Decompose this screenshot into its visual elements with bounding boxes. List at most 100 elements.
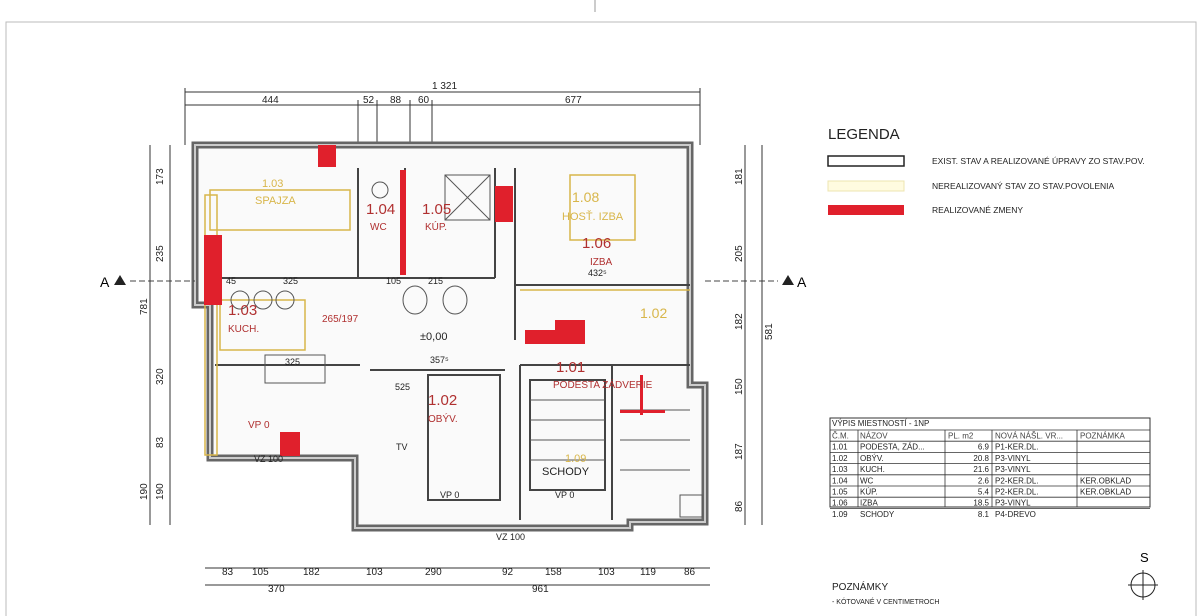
section-mark-left: A [100,274,110,290]
room-labels: 1.03 SPAJZA 1.04 WC 1.05 KÚP. 1.08 HOSŤ.… [228,178,667,478]
table-cell: 5.4 [978,488,990,497]
right-dimensions: 181 205 182 581 150 187 86 [734,145,775,525]
table-cell: P3-VINYL [995,454,1031,463]
note: VZ 100 [254,454,283,464]
table-title: VÝPIS MIESTNOSTÍ - 1NP [832,419,929,428]
table-cell: 8.1 [978,510,990,519]
table-cell: IZBA [860,499,878,508]
dim-bottom: 103 [598,567,615,578]
table-cell: 1.06 [832,499,848,508]
top-dimensions: 1 321 444 52 88 60 677 [184,81,701,145]
table-cell: 1.09 [832,510,848,519]
dim-bottom-total: 961 [532,584,549,595]
note: 105 [386,276,401,286]
table-cell: SCHODY [860,510,895,519]
room-name: KUCH. [228,324,259,335]
room-code: 1.01 [556,359,585,376]
legend-label: REALIZOVANÉ ZMENY [932,205,1023,215]
bottom-dimensions: 83 105 182 103 290 92 158 103 119 86 370… [205,567,710,595]
dim-right: 581 [764,323,775,340]
plan-notes: VZ 100 VZ 100 VP 0 VP 0 VP 0 TV 357⁵ 325… [226,276,574,542]
table-cell: P2-KER.DL. [995,476,1039,485]
table-cell: 1.02 [832,454,848,463]
note: 357⁵ [430,355,449,365]
table-cell: 1.05 [832,488,848,497]
note: VP 0 [440,490,459,500]
legend-swatch-changes [828,205,904,215]
legend-label: EXIST. STAV A REALIZOVANÉ ÚPRAVY ZO STAV… [932,156,1145,166]
room-name: WC [370,222,387,233]
legend-title: LEGENDA [828,126,900,143]
dim-right: 182 [734,313,745,330]
dim-bottom: 290 [425,567,442,578]
table-cell: 6.9 [978,443,990,452]
sheet-border [5,21,1197,616]
note: VP 0 [248,420,270,431]
note: 325 [283,276,298,286]
table-cell: P3-VINYL [995,499,1031,508]
dim-bottom: 86 [684,567,696,578]
room-code: 1.02 [428,392,457,409]
table-cell: P2-KER.DL. [995,488,1039,497]
section-mark-right: A [797,274,807,290]
dim-right: 187 [734,443,745,460]
dim-left: 173 [155,168,166,185]
table-header-cell: PL. m2 [948,432,974,441]
room-code: 1.03 [228,302,257,319]
dim-top: 88 [390,95,402,106]
room-name: SCHODY [542,466,590,478]
realized-changes [204,145,665,456]
table-cell: 20.8 [973,454,989,463]
dim-top: 677 [565,95,582,106]
dim-right: 150 [734,378,745,395]
table-cell: 1.04 [832,476,848,485]
notes-item: - KÓTOVANÉ V CENTIMETROCH [832,597,939,606]
table-cell: PODESTA, ZÁD... [860,443,925,452]
note: 325 [285,357,300,367]
table-cell: KER.OBKLAD [1080,488,1131,497]
dim-left: 83 [155,436,166,448]
section-arrow-icon [782,275,794,285]
dim-left: 781 [139,298,150,315]
room-code: 1.03 [262,178,283,190]
table-cell: P4-DREVO [995,510,1036,519]
table-cell: 18.5 [973,499,989,508]
dim-right: 86 [734,500,745,512]
table-cell: 1.03 [832,465,848,474]
north-label: S [1140,550,1149,565]
dim-bottom: 182 [303,567,320,578]
dim-top: 60 [418,95,430,106]
level-mark: ±0,00 [420,331,447,343]
table-header-cell: POZNÁMKA [1080,432,1126,441]
room-name: SPAJZA [255,195,296,207]
note: VP 0 [555,490,574,500]
table-cell: 21.6 [973,465,989,474]
legend-swatch-existing [827,155,905,167]
notes-title: POZNÁMKY [832,580,888,593]
note: 525 [395,382,410,392]
note: 45 [226,276,236,286]
table-cell: P1-KER.DL. [995,443,1039,452]
dim-bottom-total: 370 [268,584,285,595]
note: 215 [428,276,443,286]
table-cell: 1.01 [832,443,848,452]
left-dimensions: 173 235 781 320 83 190 190 [139,145,171,525]
table-cell: KER.OBKLAD [1080,476,1131,485]
dim-top: 52 [363,95,375,106]
dim-left: 320 [155,368,166,385]
notes: POZNÁMKY - KÓTOVANÉ V CENTIMETROCH [832,580,939,606]
room-name: PODESTA ZÁDVERIE [553,378,653,391]
note: TV [396,442,408,452]
table-header-cell: Č.M. [832,432,849,441]
dim-right: 205 [734,245,745,262]
dim-total-top: 1 321 [432,81,457,92]
legend-swatch-unrealized [827,180,905,192]
note: VZ 100 [496,532,525,542]
room-code: 1.04 [366,201,395,218]
table-cell: KÚP. [860,488,878,497]
room-name: IZBA [590,257,613,268]
interior-walls [215,168,690,520]
dim-top: 444 [262,95,279,106]
